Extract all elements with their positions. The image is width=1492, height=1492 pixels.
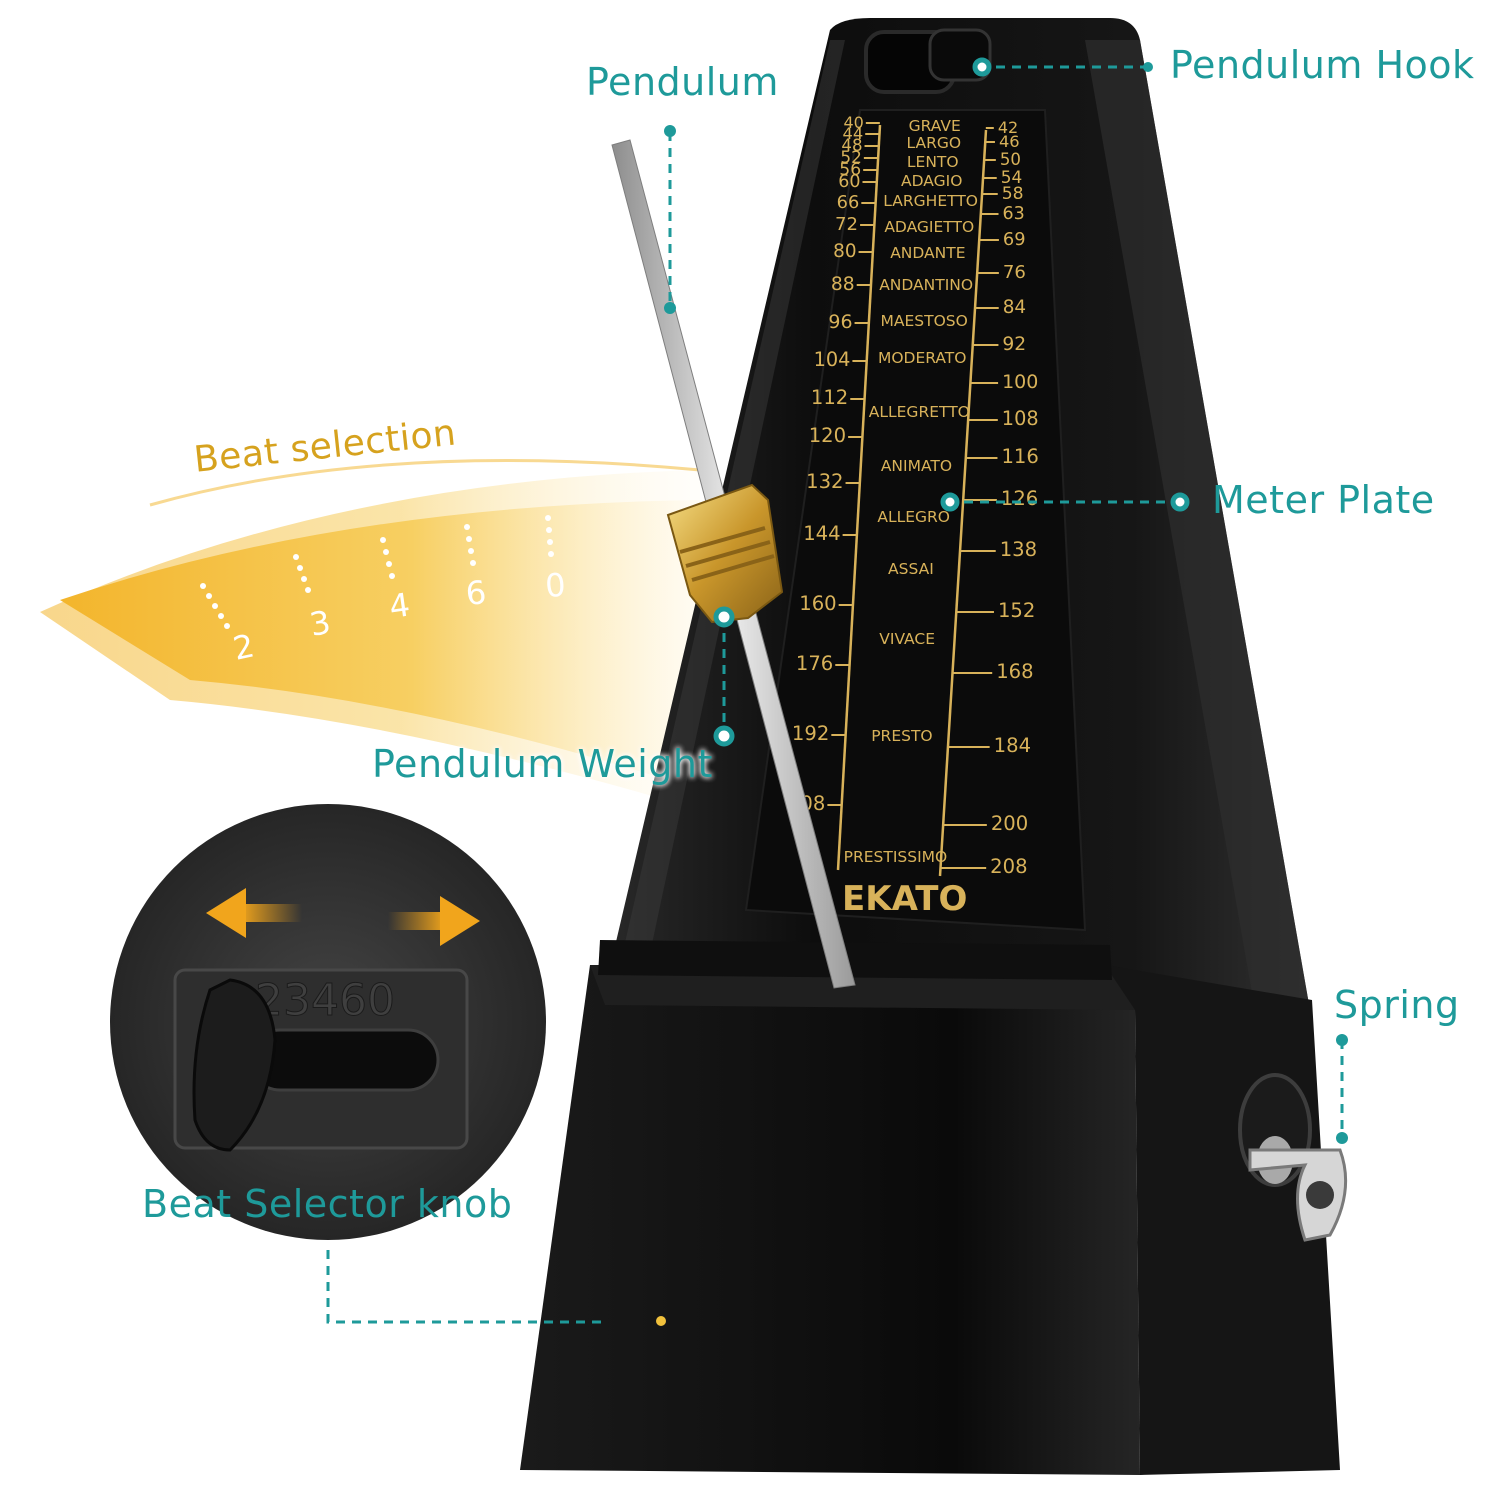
right-scale-number: 92 [1002,334,1026,355]
tempo-term: VIVACE [879,630,935,648]
left-scale-number: 72 [835,214,858,235]
callout-beat-selector-knob: Beat Selector knob [142,1182,513,1226]
left-scale-number: 80 [833,241,856,262]
right-scale-number: 50 [1000,150,1021,169]
right-scale-spine [938,129,988,877]
right-scale-number: 126 [1001,487,1038,510]
tempo-term: GRAVE [909,117,961,135]
left-scale-number: 104 [814,348,851,371]
tempo-term: ALLEGRETTO [869,403,970,421]
tempo-term: PRESTO [871,727,932,745]
left-scale-number: 60 [838,172,860,192]
right-scale-number: 58 [1002,184,1024,204]
callout-dots [656,57,1348,1326]
beat-selector-zoom: 23460 [110,804,546,1240]
left-scale-number: 66 [837,192,860,213]
right-scale-number: 76 [1003,262,1026,283]
brand-logo: EKATO [842,879,967,919]
left-scale-number: 160 [799,592,836,615]
beat-value-0: 0 [544,566,567,605]
right-scale-number: 42 [998,118,1018,137]
left-scale-number: 52 [840,147,862,167]
left-scale-number: 120 [809,424,846,447]
beat-selector-knob [192,978,277,1152]
left-scale-number: 96 [828,311,852,333]
tempo-term: ALLEGRO [877,508,950,526]
callout-pendulum-hook: Pendulum Hook [1170,43,1475,87]
tempo-term: ANDANTINO [879,276,973,294]
callout-leaders [326,65,1344,1324]
left-scale-number: 144 [803,522,840,545]
tempo-term: LARGO [906,134,961,152]
beat-value-6: 6 [464,573,488,613]
right-scale-number: 63 [1003,204,1025,224]
left-scale-number: 112 [811,386,848,409]
beat-dot-ticks [200,515,554,629]
tempo-term: PRESTISSIMO [844,848,948,866]
spring-key [1238,1073,1348,1242]
callout-pendulum: Pendulum [586,60,779,104]
right-scale-number: 54 [1001,167,1023,187]
left-scale-number: 176 [796,652,833,675]
tempo-term: MAESTOSO [881,312,968,330]
tempo-term: LARGHETTO [883,192,978,210]
right-scale-number: 69 [1003,229,1026,250]
left-scale-number: 44 [842,124,863,143]
right-scale-number: 46 [999,132,1020,151]
left-scale-number: 192 [792,722,829,745]
selector-window-number: 23460 [255,975,395,1026]
tempo-term: ADAGIETTO [884,218,974,236]
right-scale-number: 100 [1002,371,1038,393]
right-scale-number: 208 [990,855,1027,878]
left-scale-spine [836,124,882,871]
right-scale-number: 138 [1000,538,1037,561]
tempo-term: ANDANTE [890,244,965,262]
callout-spring: Spring [1334,983,1460,1027]
tempo-term: ANIMATO [881,457,952,475]
left-scale-number: 88 [831,274,855,295]
tempo-term: ADAGIO [901,172,962,190]
left-scale-number: 48 [841,136,862,155]
right-scale-number: 184 [994,734,1031,757]
left-scale-number: 56 [839,160,861,180]
metronome-base [520,940,1340,1475]
right-scale-number: 84 [1003,297,1026,318]
tempo-term: LENTO [907,153,959,171]
callout-pendulum-weight: Pendulum Weight [372,742,713,786]
tempo-term: MODERATO [878,349,967,367]
tempo-term: ASSAI [888,560,934,578]
pendulum-weight [666,483,784,624]
left-right-arrows [206,888,480,946]
left-scale-number: 132 [806,470,843,493]
left-scale-number: 40 [843,113,863,132]
right-scale-number: 168 [996,660,1033,683]
right-scale-number: 116 [1001,445,1038,468]
right-scale-number: 200 [991,812,1028,835]
beat-selection-fan: 2 3 4 6 0 [40,459,701,810]
meter-plate [744,109,1087,932]
right-scale-number: 152 [998,599,1035,622]
right-scale-number: 108 [1002,407,1039,430]
callout-meter-plate: Meter Plate [1212,478,1435,522]
